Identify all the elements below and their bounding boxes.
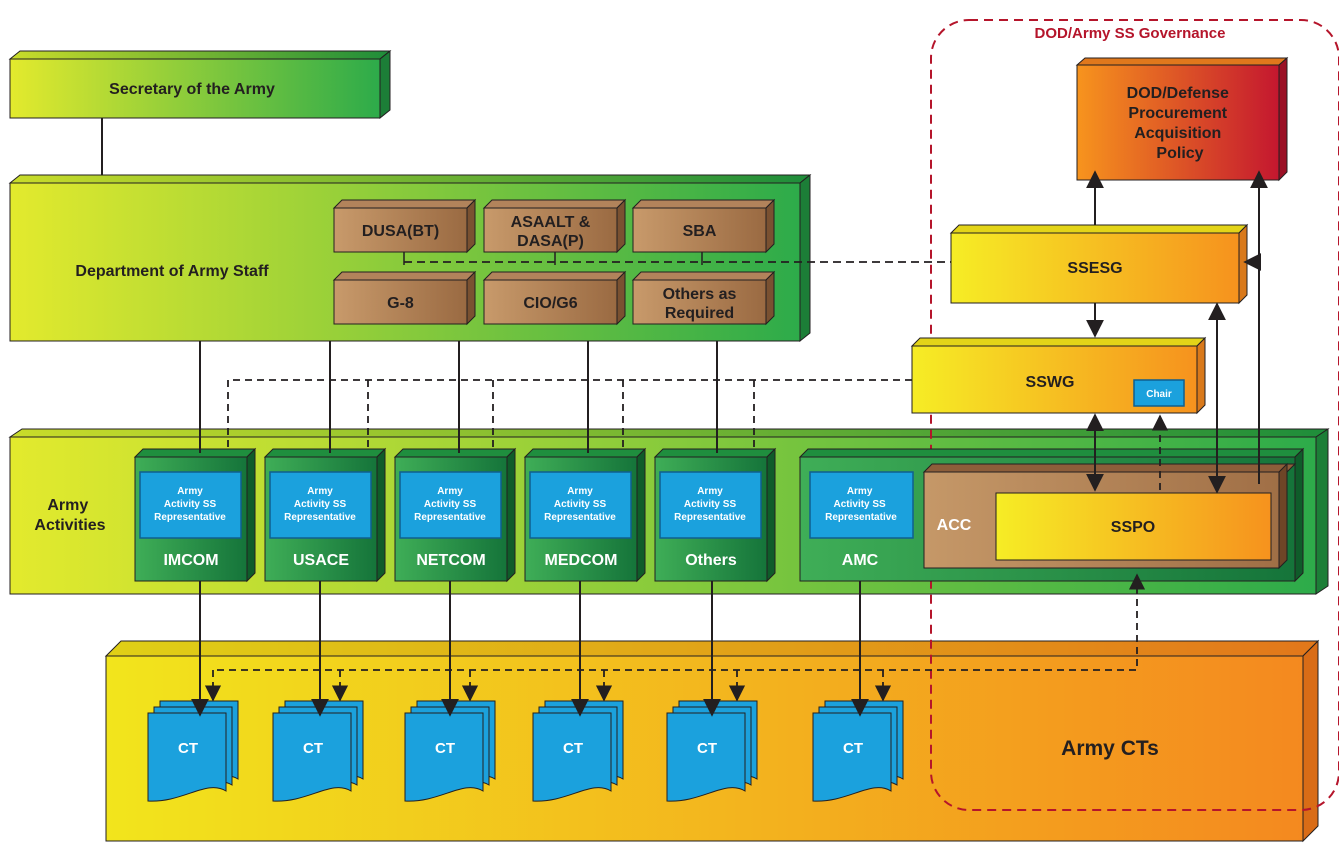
ct-stack: CT xyxy=(147,700,239,802)
office-cio-g6: CIO/G6 xyxy=(482,270,627,326)
office-asaalt-dasa-p: ASAALT &DASA(P) xyxy=(482,198,627,254)
ct-label: CT xyxy=(178,740,198,757)
command-label: IMCOM xyxy=(163,552,218,569)
office-cio-g6-label: CIO/G6 xyxy=(523,295,577,312)
ct-label: CT xyxy=(435,740,455,757)
secretary-box: Secretary of the Army xyxy=(8,49,392,120)
ssesg-label: SSESG xyxy=(1067,260,1122,277)
office-g8: G-8 xyxy=(332,270,477,326)
sswg-to-reps-dashed xyxy=(227,379,912,450)
acc-label: ACC xyxy=(937,517,972,534)
ct-stack: CT xyxy=(532,700,624,802)
office-sba-label: SBA xyxy=(683,223,717,240)
sspo-label: SSPO xyxy=(1111,519,1155,536)
amc-label: AMC xyxy=(842,552,879,569)
sspo-box: SSPO xyxy=(995,492,1272,561)
sswg-label: SSWG xyxy=(1026,374,1075,391)
governance-title-bg xyxy=(995,22,1267,42)
ct-label: CT xyxy=(843,740,863,757)
dod-label: DOD/Defense Procurement Acquisition Poli… xyxy=(1127,85,1234,162)
rep-box xyxy=(269,471,372,539)
amc-rep-label: Army Activity SS Representative xyxy=(825,486,897,523)
ct-stack: CT xyxy=(812,700,904,802)
rep-box xyxy=(139,471,242,539)
secretary-label: Secretary of the Army xyxy=(109,81,275,98)
connectors xyxy=(191,170,1268,717)
army-activities-label: Army Activities xyxy=(34,497,105,534)
amc-rep-box xyxy=(809,471,914,539)
office-dusa-bt-label: DUSA(BT) xyxy=(362,223,439,240)
governance-boundary xyxy=(930,19,1339,811)
ct-label: CT xyxy=(303,740,323,757)
command-label: USACE xyxy=(293,552,349,569)
rep-box xyxy=(529,471,632,539)
office-sba: SBA xyxy=(631,198,776,254)
ct-label: CT xyxy=(563,740,583,757)
chair-label: Chair xyxy=(1146,389,1172,400)
governance-title: DOD/Army SS Governance xyxy=(1035,25,1226,42)
chair-badge xyxy=(1133,379,1185,407)
rep-box xyxy=(659,471,762,539)
ct-stack: CT xyxy=(666,700,758,802)
sswg-box: SSWG Chair xyxy=(910,336,1207,415)
office-dusa-bt: DUSA(BT) xyxy=(332,198,477,254)
ct-label: CT xyxy=(697,740,717,757)
dod-box: DOD/Defense Procurement Acquisition Poli… xyxy=(1075,56,1289,182)
army-cts-label: Army CTs xyxy=(1061,737,1159,760)
army-staff-label: Department of Army Staff xyxy=(75,263,269,280)
command-label: MEDCOM xyxy=(545,552,618,569)
ssesg-box: SSESG xyxy=(949,223,1249,305)
staff-offices: DUSA(BT) ASAALT &DASA(P) SBA G-8 CIO/G6 Other… xyxy=(332,198,776,326)
rep-box xyxy=(399,471,502,539)
office-g8-label: G-8 xyxy=(387,295,414,312)
ct-documents: CT CT CT CT CT CT xyxy=(147,700,904,802)
command-label: NETCOM xyxy=(416,552,485,569)
office-asaalt-dasa-p-label: ASAALT &DASA(P) xyxy=(511,214,591,250)
command-label: Others xyxy=(685,552,737,569)
ct-stack: CT xyxy=(272,700,364,802)
ct-stack: CT xyxy=(404,700,496,802)
